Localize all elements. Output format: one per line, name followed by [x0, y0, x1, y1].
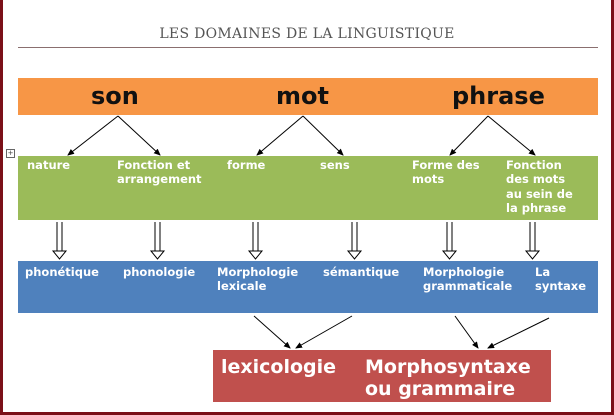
double-arrow-6	[524, 222, 541, 260]
branch-arrows-mot	[256, 115, 344, 156]
table-move-handle-icon[interactable]: +	[6, 149, 15, 158]
domain-label-morphologie-lexicale: Morphologie lexicale	[217, 265, 299, 294]
domain-row-band	[18, 261, 598, 313]
double-arrow-5	[441, 222, 458, 260]
double-arrows	[51, 222, 541, 260]
merge-arrows	[253, 315, 550, 349]
middle-label-forme: forme	[227, 158, 266, 172]
domain-label-phonetique: phonétique	[25, 265, 99, 279]
top-row-band	[18, 78, 598, 115]
result-row-band	[213, 350, 551, 402]
middle-label-fonction-arrangement: Fonction et arrangement	[117, 158, 202, 187]
domain-label-syntaxe: La syntaxe	[535, 265, 587, 294]
middle-label-fonction-des-mots: Fonction des mots au sein de la phrase	[506, 158, 573, 216]
double-arrow-2	[149, 222, 166, 260]
double-arrow-4	[346, 222, 363, 260]
middle-row-band	[18, 156, 598, 220]
middle-label-forme-des-mots: Forme des mots	[412, 158, 480, 187]
title-divider	[18, 47, 598, 48]
domain-label-semantique: sémantique	[323, 265, 400, 279]
diagram-title: LES DOMAINES DE LA LINGUISTIQUE	[159, 26, 455, 42]
result-label-morphosyntaxe: Morphosyntaxe ou grammaire	[365, 356, 531, 400]
double-arrow-3	[247, 222, 264, 260]
domain-label-morphologie-grammaticale: Morphologie grammaticale	[423, 265, 513, 294]
result-label-lexicologie: lexicologie	[221, 356, 337, 378]
middle-label-nature: nature	[27, 158, 71, 172]
top-label-mot: mot	[276, 82, 329, 110]
double-arrow-1	[51, 222, 68, 260]
top-label-phrase: phrase	[452, 82, 545, 110]
branch-arrows-son	[67, 115, 161, 156]
middle-label-sens: sens	[320, 158, 350, 172]
top-label-son: son	[91, 82, 139, 110]
branch-arrows-phrase	[449, 115, 536, 156]
domain-label-phonologie: phonologie	[123, 265, 196, 279]
